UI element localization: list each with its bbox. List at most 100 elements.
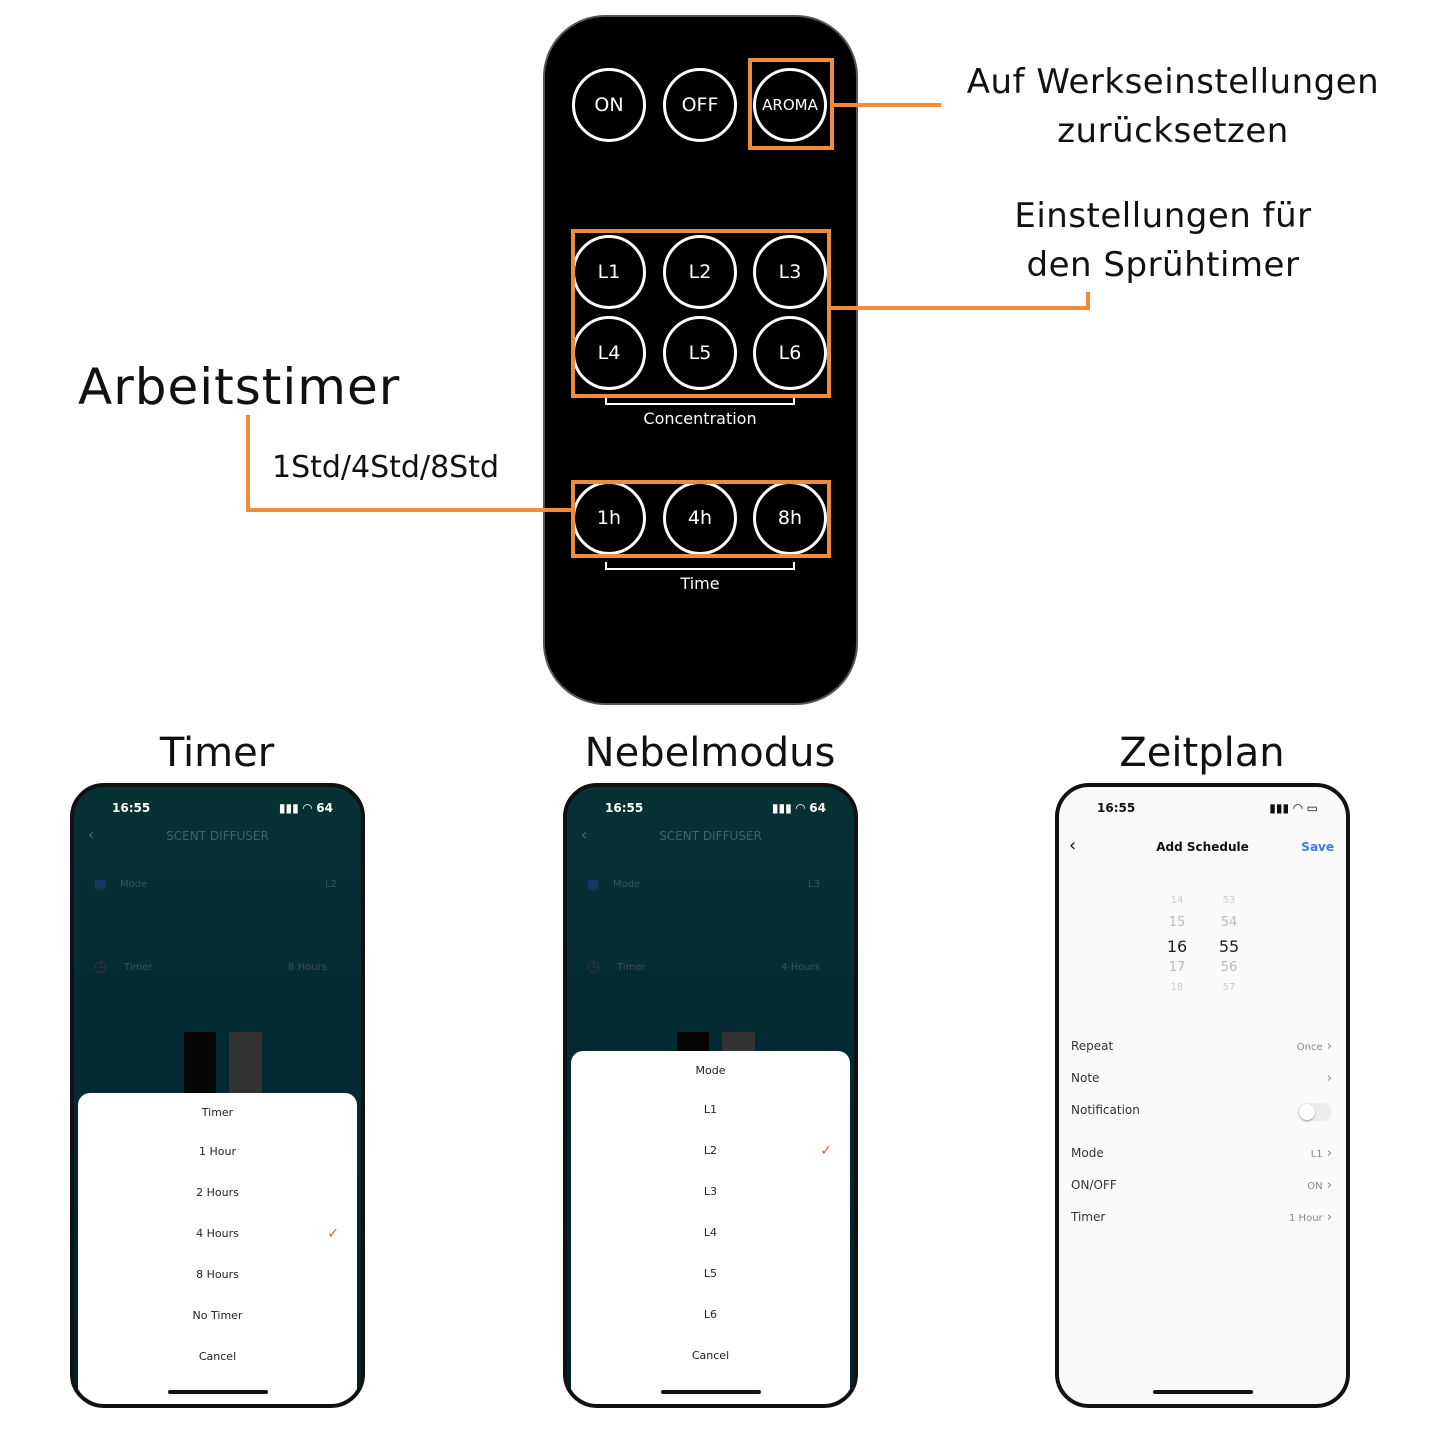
picker-value: 16 — [1166, 937, 1188, 956]
back-icon[interactable]: ‹ — [581, 825, 588, 844]
phone-mode: 16:55▮▮▮ ◠ 64 ‹ SCENT DIFFUSER ▦ Mode L3… — [563, 783, 858, 1408]
clock-icon: ◷ — [94, 957, 108, 975]
work-connector-horizontal — [246, 508, 572, 512]
option-item[interactable]: L2 ✓ — [571, 1130, 850, 1171]
option-label: 4 Hours — [196, 1227, 239, 1240]
chevron-right-icon: › — [1322, 1210, 1332, 1225]
option-item[interactable]: L4 — [571, 1212, 850, 1253]
check-icon: ✓ — [820, 1142, 832, 1159]
row-value-group: ON › — [1307, 1178, 1332, 1193]
picker-value: 17 — [1168, 960, 1186, 975]
option-label: 8 Hours — [196, 1268, 239, 1281]
status-icons: ▮▮▮ ◠ 64 — [278, 801, 333, 815]
timer-value: 4 Hours — [781, 962, 820, 973]
picker-value: 54 — [1220, 915, 1238, 930]
option-item[interactable]: 4 Hours ✓ — [78, 1213, 357, 1254]
option-label: L4 — [703, 1226, 718, 1239]
phone-timer: 16:55▮▮▮ ◠ 64 ‹ SCENT DIFFUSER ▦ Mode L2… — [70, 783, 365, 1408]
time-bracket — [605, 562, 795, 570]
check-icon: ✓ — [327, 1225, 339, 1242]
concentration-bracket — [605, 397, 795, 405]
home-indicator — [167, 1390, 268, 1394]
save-button[interactable]: Save — [1301, 840, 1334, 854]
sheet-title: Timer — [201, 1105, 234, 1119]
schedule-title: Add Schedule — [1156, 840, 1249, 854]
option-item[interactable]: L3 — [571, 1171, 850, 1212]
row-value-group: L1 › — [1311, 1146, 1332, 1161]
option-item[interactable]: 2 Hours — [78, 1172, 357, 1213]
back-icon[interactable]: ‹ — [88, 825, 95, 844]
picker-value: 14 — [1170, 895, 1184, 906]
option-item[interactable]: L1 — [571, 1089, 850, 1130]
option-item[interactable]: No Timer — [78, 1295, 357, 1336]
on-button[interactable]: ON — [572, 68, 646, 142]
option-item[interactable]: 1 Hour — [78, 1131, 357, 1172]
time-8h-button[interactable]: 8h — [753, 481, 827, 555]
schedule-row[interactable]: Mode L1 › — [1071, 1146, 1332, 1161]
picker-value: 55 — [1218, 937, 1240, 956]
picker-value: 53 — [1222, 895, 1236, 906]
time-highlight — [571, 480, 831, 558]
picker-value: 18 — [1170, 982, 1184, 993]
spray-connector — [831, 306, 1090, 310]
schedule-row[interactable]: Note › — [1071, 1071, 1332, 1086]
row-value-group: 1 Hour › — [1289, 1210, 1332, 1225]
option-item[interactable]: 8 Hours — [78, 1254, 357, 1295]
chevron-right-icon: › — [1322, 1039, 1332, 1054]
concentration-label: Concentration — [643, 409, 757, 428]
work-timer-subtitle: 1Std/4Std/8Std — [272, 450, 500, 485]
app-title: SCENT DIFFUSER — [166, 829, 269, 843]
row-value: ON — [1307, 1181, 1323, 1192]
work-timer-title: Arbeitstimer — [78, 358, 401, 416]
status-icons: ▮▮▮ ◠ ▭ — [1269, 801, 1318, 815]
timer-value: 8 Hours — [288, 962, 327, 973]
option-item[interactable]: L6 — [571, 1294, 850, 1335]
home-indicator — [1152, 1390, 1253, 1394]
schedule-row[interactable]: Notification — [1071, 1103, 1332, 1124]
reset-line-1: Auf Werkseinstellungen — [966, 62, 1380, 102]
status-icons: ▮▮▮ ◠ 64 — [771, 801, 826, 815]
level-l2-button[interactable]: L2 — [663, 235, 737, 309]
row-value: Once — [1296, 1042, 1323, 1053]
option-label: No Timer — [192, 1309, 243, 1322]
level-l3-button[interactable]: L3 — [753, 235, 827, 309]
mode-icon: ▦ — [94, 877, 107, 892]
chevron-right-icon: › — [1322, 1146, 1332, 1161]
reset-connector — [834, 103, 941, 107]
aroma-highlight — [748, 58, 834, 150]
mode-value: L2 — [325, 879, 337, 890]
off-button[interactable]: OFF — [663, 68, 737, 142]
notification-toggle[interactable] — [1298, 1103, 1332, 1124]
heading-schedule: Zeitplan — [1119, 730, 1285, 776]
timer-label: Timer — [124, 962, 153, 973]
cancel-button[interactable]: Cancel — [198, 1350, 237, 1363]
back-icon[interactable]: ‹ — [1069, 835, 1077, 856]
spray-line-1: Einstellungen für — [1014, 196, 1312, 236]
row-label: Mode — [1071, 1146, 1104, 1160]
spray-connector-up — [1086, 292, 1090, 310]
schedule-row[interactable]: Timer 1 Hour › — [1071, 1210, 1332, 1225]
option-label: L6 — [703, 1308, 718, 1321]
picker-value: 15 — [1168, 915, 1186, 930]
hour-picker[interactable]: 14 15 16 17 18 — [1157, 895, 1197, 1002]
status-time: 16:55 — [605, 801, 644, 815]
level-l1-button[interactable]: L1 — [572, 235, 646, 309]
row-value-group: › — [1327, 1071, 1332, 1086]
option-item[interactable]: L5 — [571, 1253, 850, 1294]
heading-timer: Timer — [159, 730, 275, 776]
row-label: Timer — [1071, 1210, 1106, 1224]
mode-label: Mode — [120, 879, 148, 890]
level-l6-button[interactable]: L6 — [753, 316, 827, 390]
level-l5-button[interactable]: L5 — [663, 316, 737, 390]
time-label: Time — [680, 574, 720, 593]
work-connector-vertical — [246, 415, 250, 512]
cancel-button[interactable]: Cancel — [691, 1349, 730, 1362]
option-label: L2 — [703, 1144, 718, 1157]
option-label: 1 Hour — [199, 1145, 236, 1158]
aroma-button[interactable]: AROMA — [753, 68, 827, 142]
